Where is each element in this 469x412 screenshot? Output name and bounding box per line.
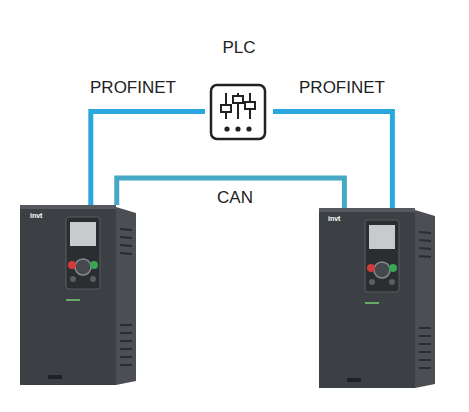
network-cable	[117, 178, 345, 208]
bus-label: PROFINET	[299, 78, 385, 98]
bus-label: PROFINET	[90, 78, 176, 98]
brand-logo: invt	[328, 215, 340, 223]
drive-node: invt	[318, 208, 438, 388]
brand-logo: invt	[30, 212, 42, 220]
bus-label: CAN	[217, 188, 253, 208]
network-cable	[273, 111, 392, 208]
drive-illustration	[20, 205, 138, 385]
plc-node: PLC	[205, 38, 273, 140]
drive-illustration	[318, 208, 438, 388]
plc-icon	[209, 83, 267, 141]
node-title: PLC	[205, 38, 273, 58]
drive-node: invt	[20, 205, 138, 385]
network-cable	[91, 111, 205, 205]
